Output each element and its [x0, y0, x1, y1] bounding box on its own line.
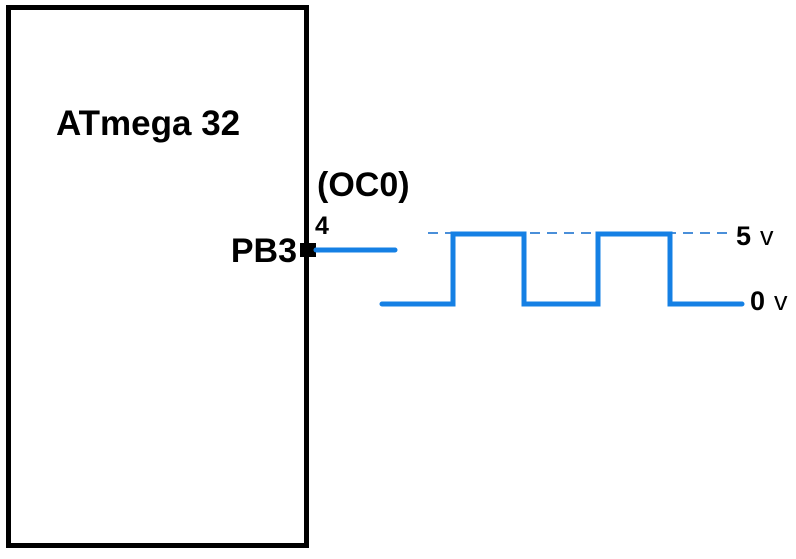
pin-name-label: PB3 — [230, 232, 297, 270]
high-level-value: 5 — [736, 221, 752, 251]
atmega32-chip-box — [6, 5, 309, 548]
pwm-square-wave — [379, 231, 745, 307]
high-level-unit: v — [760, 221, 774, 251]
pin-function-label: (OC0) — [317, 166, 410, 204]
low-level-unit: v — [774, 286, 788, 316]
low-level-value: 0 — [750, 286, 766, 316]
chip-name-label: ATmega 32 — [56, 104, 241, 143]
pin-pad-square — [300, 243, 316, 257]
pin-number-label: 4 — [315, 212, 329, 240]
